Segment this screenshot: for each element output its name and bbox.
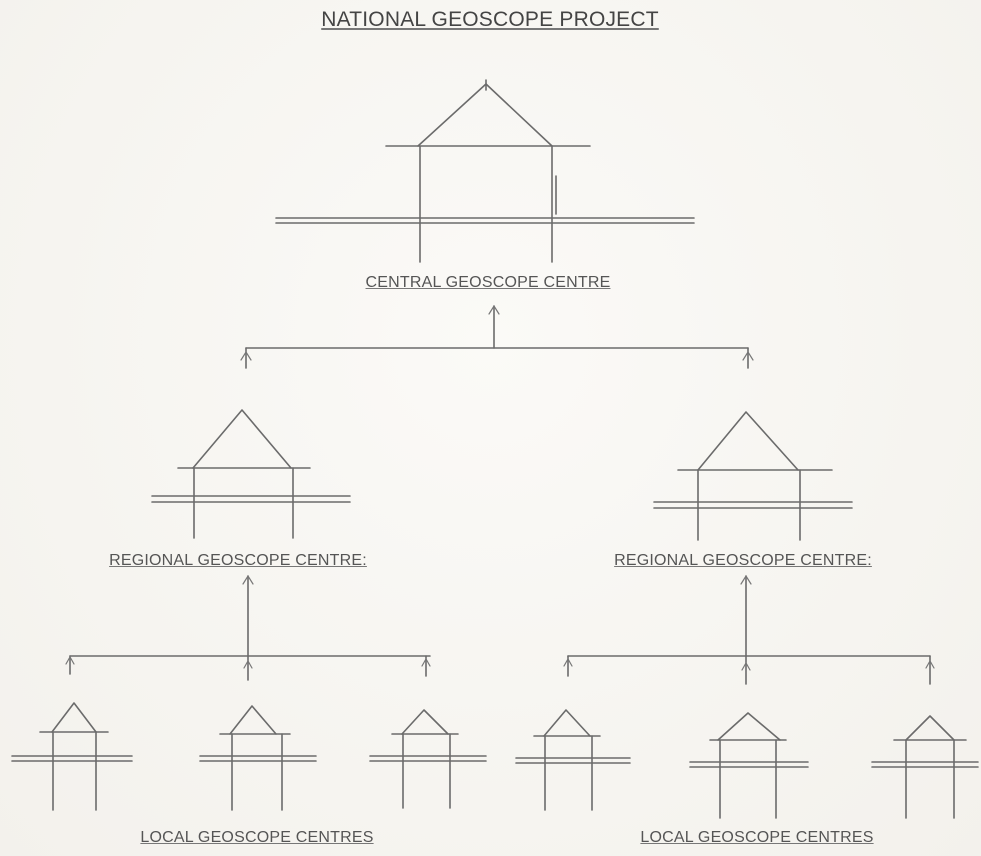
central-roof bbox=[417, 83, 553, 147]
local-6-arrow-head bbox=[925, 659, 935, 669]
regional-left-arrow-head bbox=[240, 350, 252, 361]
local-3-building-icon bbox=[369, 709, 487, 809]
regional-right-local-connector bbox=[563, 574, 935, 685]
central-up-arrow-head bbox=[488, 304, 500, 315]
local-2-building-icon bbox=[199, 705, 317, 811]
central-centre-label: CENTRAL GEOSCOPE CENTRE bbox=[365, 274, 611, 291]
local-1-arrow-head bbox=[65, 655, 75, 665]
local-4-building-icon bbox=[515, 709, 631, 811]
local-2-roof bbox=[229, 705, 277, 735]
local-5-roof bbox=[717, 712, 781, 741]
central-regional-connector bbox=[240, 304, 754, 369]
local-6-building-icon bbox=[871, 715, 979, 819]
local-1-roof bbox=[51, 702, 97, 733]
local-4-roof bbox=[543, 709, 591, 737]
regional-right-arrow-head bbox=[742, 350, 754, 361]
local-1-building-icon bbox=[11, 702, 133, 811]
local-3-roof bbox=[401, 709, 449, 735]
regional-left-centre-label: REGIONAL GEOSCOPE CENTRE: bbox=[109, 552, 367, 569]
regional-right-up-head bbox=[740, 574, 752, 585]
local-right-centres-label: LOCAL GEOSCOPE CENTRES bbox=[640, 829, 874, 846]
regional-right-building-icon bbox=[653, 411, 853, 541]
local-3-arrow-head bbox=[421, 657, 431, 667]
central-centre-building-icon bbox=[275, 79, 695, 263]
regional-left-roof bbox=[192, 409, 292, 469]
local-6-roof bbox=[905, 715, 955, 741]
local-5-arrow-head bbox=[741, 661, 751, 671]
page-title: NATIONAL GEOSCOPE PROJECT bbox=[321, 8, 659, 31]
regional-left-local-connector bbox=[65, 574, 431, 681]
regional-left-up-head bbox=[242, 574, 254, 585]
regional-right-roof bbox=[697, 411, 799, 471]
local-2-arrow-head bbox=[243, 659, 253, 669]
local-5-building-icon bbox=[689, 712, 809, 819]
regional-left-building-icon bbox=[151, 409, 351, 539]
local-4-arrow-head bbox=[563, 657, 573, 667]
local-left-centres-label: LOCAL GEOSCOPE CENTRES bbox=[140, 829, 374, 846]
regional-right-centre-label: REGIONAL GEOSCOPE CENTRE: bbox=[614, 552, 872, 569]
